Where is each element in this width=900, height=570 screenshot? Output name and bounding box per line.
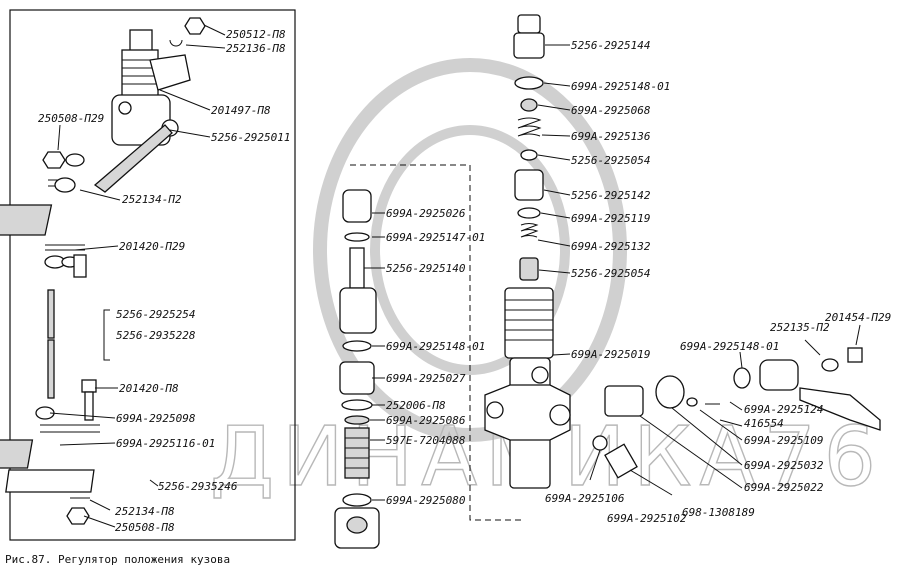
label-250508-p29: 250508-П29 <box>38 112 104 125</box>
label-5256-2935246: 5256-2935246 <box>158 480 238 493</box>
label-699a-2925086: 699А-2925086 <box>386 414 466 427</box>
label-699a-2925116-01: 699А-2925116-01 <box>116 437 215 450</box>
label-5256-2925011: 5256-2925011 <box>211 131 290 144</box>
label-699a-2925136: 699А-2925136 <box>571 130 651 143</box>
middle-column-parts <box>334 189 380 549</box>
label-699a-2925132: 699А-2925132 <box>571 240 651 253</box>
label-699a-2925109: 699А-2925109 <box>744 434 823 447</box>
label-252134-p8: 252134-П8 <box>115 505 175 518</box>
label-5256-2925254: 5256-2925254 <box>116 308 195 321</box>
leader-lines <box>49 24 861 528</box>
figure-caption: Рис.87. Регулятор положения кузова <box>5 553 230 566</box>
label-699a-2925148-01-right: 699А-2925148-01 <box>680 340 779 353</box>
label-416554: 416554 <box>744 417 784 430</box>
label-5256-2935228: 5256-2935228 <box>116 329 196 342</box>
label-699a-2925032: 699А-2925032 <box>744 459 824 472</box>
label-5256-2925054-b: 5256-2925054 <box>571 267 650 280</box>
label-597e-7204088: 597Е-7204088 <box>386 434 466 447</box>
label-201420-p8: 201420-П8 <box>119 382 179 395</box>
label-699a-2925080: 699А-2925080 <box>386 494 466 507</box>
left-assembly <box>0 17 206 525</box>
label-699a-2925119: 699А-2925119 <box>571 212 650 225</box>
label-252006-p8: 252006-П8 <box>386 399 446 412</box>
left-panel-frame <box>9 9 296 541</box>
right-column-parts <box>484 14 881 496</box>
label-699a-2925102: 699А-2925102 <box>607 512 687 525</box>
label-201497-p8: 201497-П8 <box>211 104 271 117</box>
label-201454-p29: 201454-П29 <box>825 311 891 324</box>
label-699a-2925019: 699А-2925019 <box>571 348 650 361</box>
label-699a-2925148-01-top: 699А-2925148-01 <box>571 80 670 93</box>
label-5256-2925054-a: 5256-2925054 <box>571 154 650 167</box>
label-201420-p29: 201420-П29 <box>119 240 185 253</box>
label-5256-2925142: 5256-2925142 <box>571 189 651 202</box>
part-labels: 250512-П8 252136-П8 201497-П8 5256-29250… <box>38 28 891 534</box>
label-5256-2925140: 5256-2925140 <box>386 262 466 275</box>
label-699a-2925022: 699А-2925022 <box>744 481 824 494</box>
label-250508-p8: 250508-П8 <box>115 521 175 534</box>
assembly-bracket <box>350 164 525 521</box>
label-699a-2925026: 699А-2925026 <box>386 207 466 220</box>
label-252135-p2: 252135-П2 <box>770 321 830 334</box>
label-699a-2925068: 699А-2925068 <box>571 104 651 117</box>
label-252136-p8: 252136-П8 <box>226 42 286 55</box>
label-5256-2925144: 5256-2925144 <box>571 39 650 52</box>
label-699a-2925148-01-mid: 699А-2925148-01 <box>386 340 485 353</box>
label-699a-2925027: 699А-2925027 <box>386 372 466 385</box>
label-699a-2925124: 699А-2925124 <box>744 403 823 416</box>
label-699a-2925147-01: 699А-2925147-01 <box>386 231 485 244</box>
label-698-1308189: 698-1308189 <box>682 506 755 519</box>
label-250512-p8: 250512-П8 <box>226 28 286 41</box>
label-252134-p2: 252134-П2 <box>122 193 182 206</box>
label-699a-2925098: 699А-2925098 <box>116 412 196 425</box>
label-699a-2925106: 699А-2925106 <box>545 492 625 505</box>
